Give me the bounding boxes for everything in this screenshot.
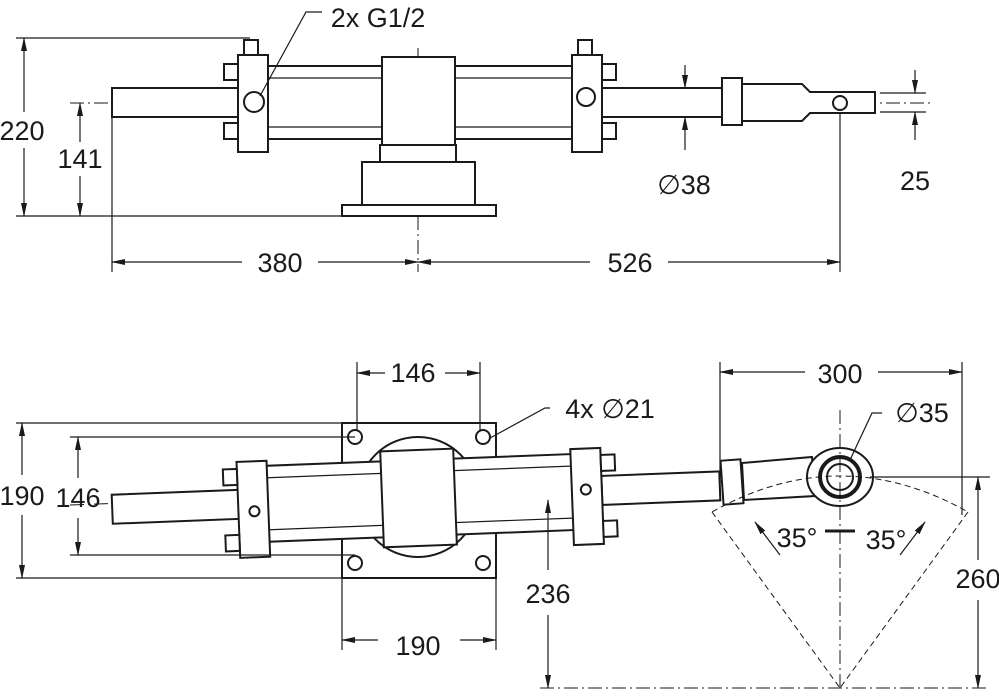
angle-right: 35°	[866, 525, 907, 555]
port-leader	[259, 11, 322, 97]
holes-leader	[489, 407, 550, 439]
dim-380: 380	[257, 248, 302, 278]
dim-300: 300	[817, 359, 862, 389]
piston-rod-left	[111, 87, 241, 118]
top-view: 2x G1/2 220 141 380 526 ∅38 25	[0, 3, 930, 278]
bearing	[379, 144, 457, 163]
angle-left: 35°	[777, 523, 818, 553]
bolt-icons	[223, 39, 617, 140]
dim-236: 236	[525, 579, 570, 609]
mounting-holes	[347, 429, 491, 571]
holes-label: 4x ∅21	[565, 394, 655, 424]
lock-nut	[721, 77, 743, 126]
eye-leader	[849, 412, 882, 461]
rod-end	[741, 83, 876, 122]
bottom-view: 35° 35° 146 4x ∅21 190 190 146 300 ∅35	[0, 358, 999, 689]
dim-190-bottom: 190	[395, 631, 440, 661]
dim-190-left: 190	[0, 481, 45, 511]
base-plate	[341, 204, 497, 217]
ports-label: 2x G1/2	[331, 3, 426, 33]
port-left	[243, 91, 265, 113]
dim-260: 260	[955, 564, 999, 594]
dim-220: 220	[0, 116, 45, 146]
dim-146-left: 146	[55, 483, 100, 513]
piston-rod-right	[601, 87, 723, 118]
base-housing	[361, 161, 476, 206]
sweep-arc	[711, 475, 969, 513]
dim-clevis: 25	[900, 166, 930, 196]
dim-eye-diameter: ∅35	[895, 398, 949, 428]
dim-rod-diameter: ∅38	[657, 170, 711, 200]
center-block	[381, 56, 456, 146]
lock-nut	[719, 458, 745, 506]
port-right	[576, 87, 596, 107]
dim-526: 526	[607, 248, 652, 278]
rod-end	[740, 455, 817, 502]
dim-141: 141	[57, 144, 102, 174]
cylinder-assembly	[110, 446, 722, 559]
dim-146-top: 146	[390, 358, 435, 388]
